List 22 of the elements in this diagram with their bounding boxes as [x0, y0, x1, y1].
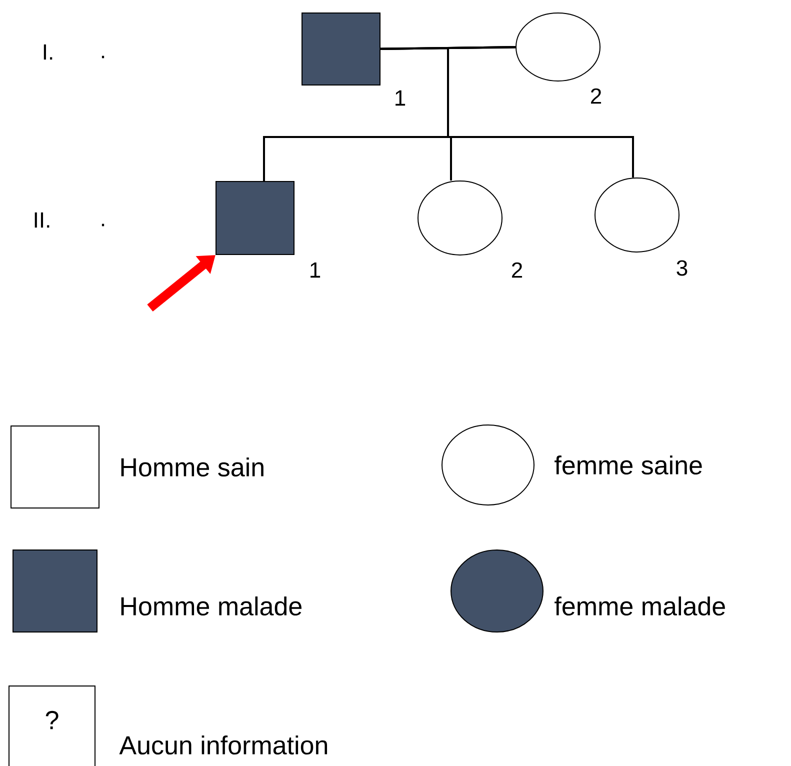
- pedigree-circle: [418, 180, 502, 256]
- legend-text: femme saine: [554, 455, 702, 475]
- generation-label: .: [102, 224, 104, 226]
- pedigree-circle: [594, 178, 680, 252]
- pedigree-circle: [516, 12, 600, 82]
- descent-line: [447, 46, 634, 178]
- legend-text: Homme sain: [121, 457, 264, 477]
- individual-number: 2: [591, 88, 602, 104]
- pedigree-square: [302, 12, 380, 86]
- individual-number: 3: [676, 260, 688, 276]
- generation-label: II.: [34, 212, 50, 228]
- pedigree-square: [216, 181, 294, 255]
- generation-label: I.: [44, 44, 52, 60]
- legend-text: Homme malade: [121, 596, 302, 616]
- mating-line: [380, 46, 516, 50]
- generation-label: .: [102, 56, 104, 58]
- individual-number: 1: [396, 90, 406, 106]
- individual-number: 2: [512, 262, 522, 278]
- legend-text: Aucun information: [119, 735, 328, 755]
- individual-number: 1: [310, 262, 320, 278]
- question-mark: ?: [46, 710, 58, 730]
- legend-text: femme malade: [554, 596, 725, 616]
